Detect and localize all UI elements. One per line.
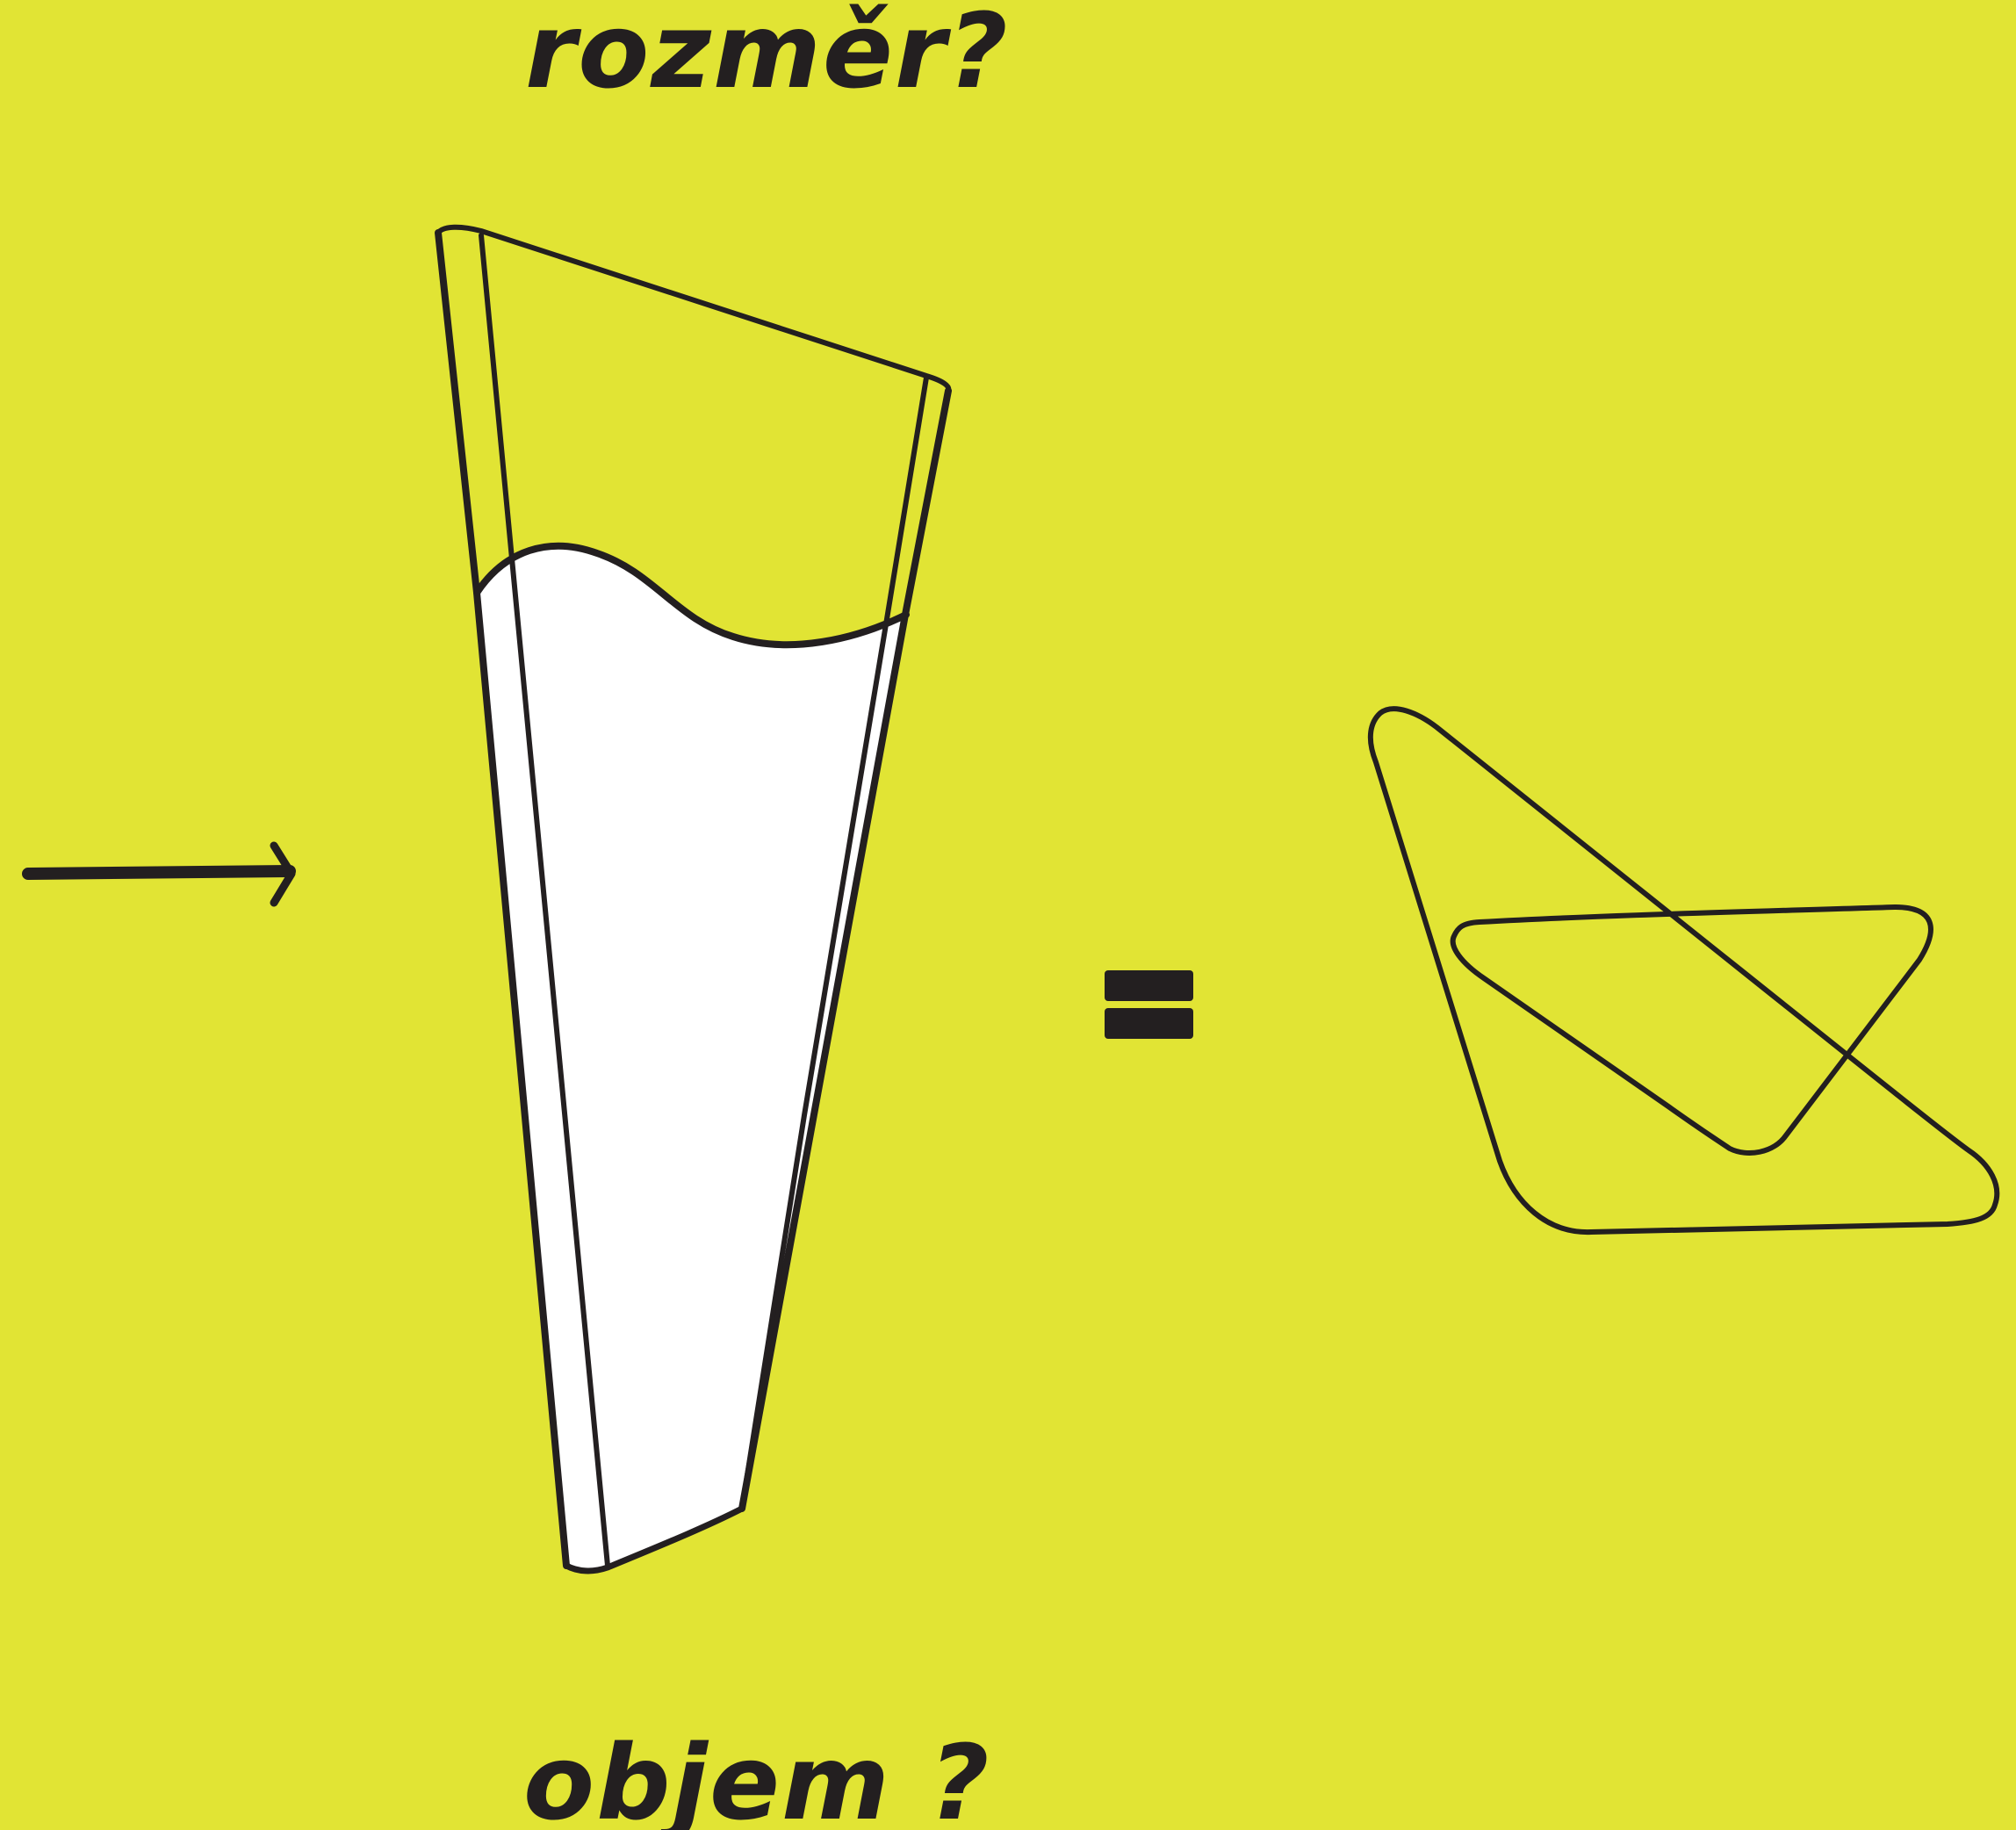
dimension-question-text: rozměr? xyxy=(525,0,1010,109)
volume-question-text: objem ? xyxy=(523,1725,991,1830)
